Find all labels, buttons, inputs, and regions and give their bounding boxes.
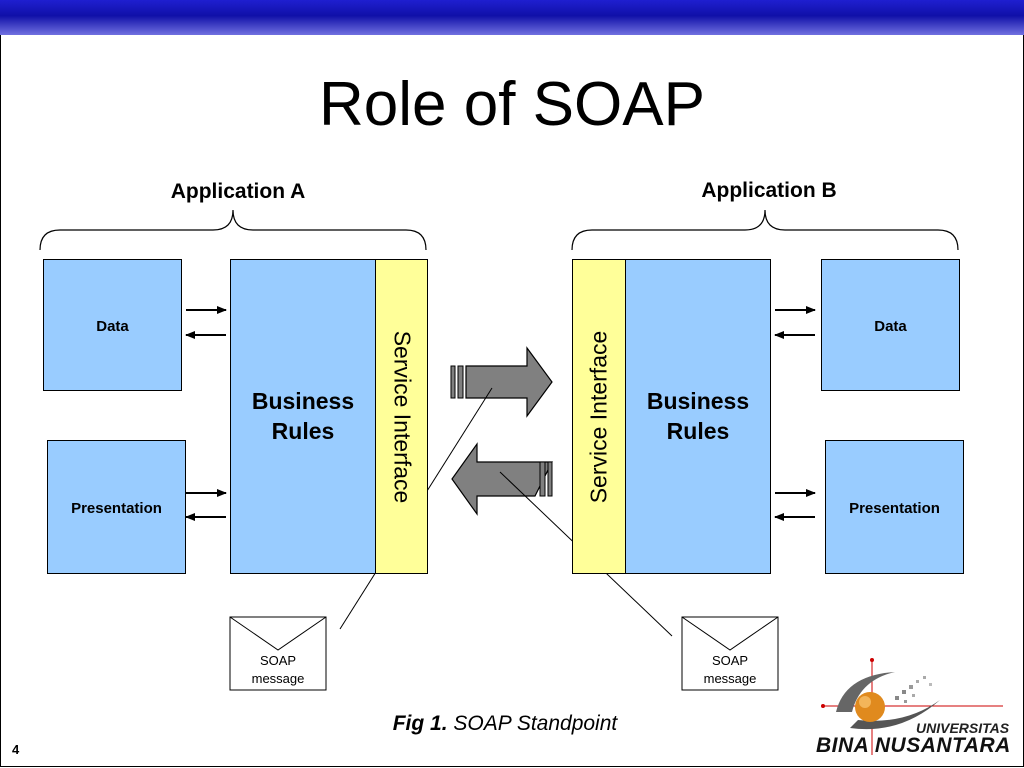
big-arrow-right [450, 346, 553, 418]
app-a-label: Application A [170, 180, 306, 203]
logo-universitas: UNIVERSITAS [916, 720, 1010, 736]
app-a-business-rules-box: Business Rules [230, 259, 376, 574]
app-a-data-box: Data [43, 259, 182, 391]
app-b-business-line2: Rules [666, 417, 730, 444]
figure-caption-text: SOAP Standpoint [447, 712, 618, 735]
soap-message-left-line1: SOAP [259, 653, 297, 668]
app-a-presentation-box: Presentation [47, 440, 186, 574]
page-number: 4 [12, 742, 20, 757]
figure-caption: Fig 1. SOAP Standpoint [0, 712, 1010, 736]
app-b-data-box: Data [821, 259, 960, 391]
app-b-business-line1: Business [646, 387, 750, 414]
app-b-data-label: Data [874, 318, 907, 335]
app-b-service-label: Service Interface [585, 330, 612, 503]
big-arrow-left [451, 442, 553, 516]
logo-bina-nusantara: BINA NUSANTARA [816, 734, 1011, 757]
app-b-presentation-label: Presentation [849, 500, 940, 517]
soap-message-right: SOAP message [682, 652, 778, 687]
soap-message-left: SOAP message [230, 652, 326, 687]
app-a-service-label: Service Interface [389, 330, 415, 503]
soap-message-right-line2: message [703, 670, 757, 686]
soap-message-left-line2: message [251, 670, 305, 686]
figure-caption-number: Fig 1. [392, 712, 448, 735]
envelope-left-icon [229, 616, 327, 691]
app-a-business-line1: Business [251, 387, 355, 414]
app-b-business-rules-box: Business Rules [625, 259, 771, 574]
app-a-brace [39, 209, 427, 251]
app-a-presentation-label: Presentation [71, 500, 162, 517]
app-b-service-interface: Service Interface [572, 259, 626, 574]
app-b-presentation-box: Presentation [825, 440, 964, 574]
envelope-right-icon [681, 616, 779, 691]
top-banner [0, 0, 1024, 35]
app-a-business-line2: Rules [271, 417, 335, 444]
app-a-service-interface: Service Interface [375, 259, 428, 574]
soap-message-right-line1: SOAP [711, 653, 749, 668]
app-b-brace [571, 209, 959, 251]
app-a-data-label: Data [96, 318, 129, 335]
binus-logo-icon [821, 658, 1003, 755]
slide-title: Role of SOAP [319, 70, 705, 139]
app-b-label: Application B [701, 179, 837, 202]
